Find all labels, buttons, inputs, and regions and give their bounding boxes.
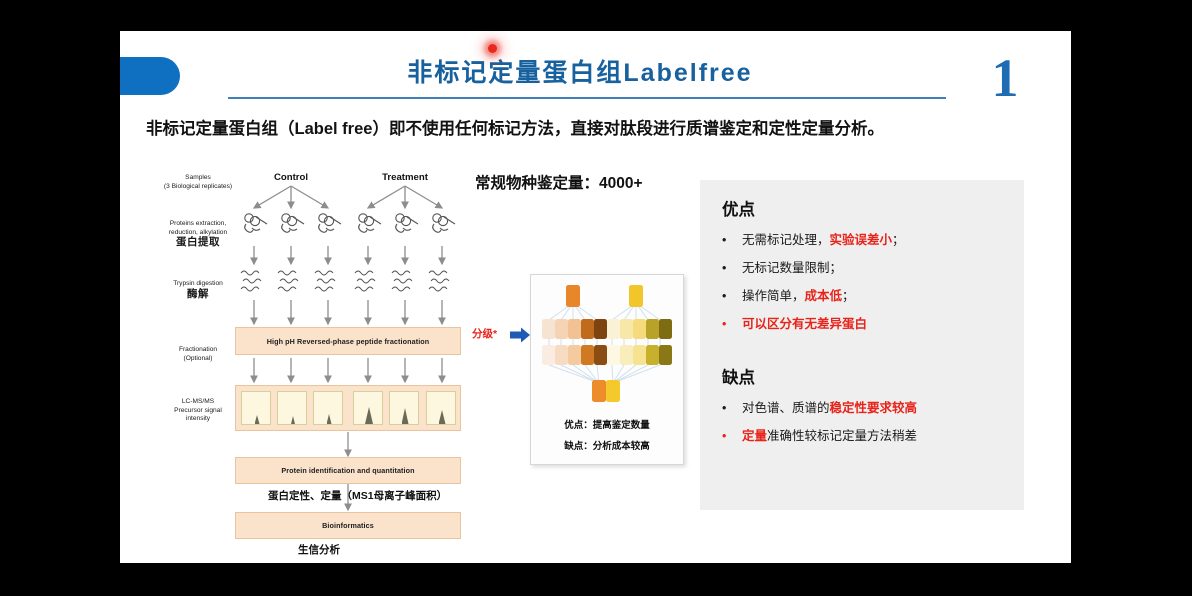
bullet-icon: • [722,317,727,331]
callout-tube [646,319,659,339]
ms-peak [438,410,446,424]
bullet-icon: • [722,289,727,303]
callout-tube [633,345,646,365]
fractionation-arrow-icon [510,327,530,343]
pros-item-text: 操作简单，成本低； [742,289,855,303]
pros-item-text: 无需标记处理，实验误差小； [742,233,905,247]
text-run: 成本低 [804,289,843,303]
ms-cell [353,391,383,425]
pros-heading: 优点 [722,201,755,219]
group-label-control: Control [273,172,309,183]
text-run: 定量 [742,429,768,443]
identification-note: 蛋白定性、定量（MS1母离子峰面积） [268,490,448,502]
ms-peak [291,416,295,424]
callout-tube [568,345,581,365]
text-run: ； [892,233,905,247]
workflow-arrows-graphic [240,185,456,512]
callout-bottom-tube [592,380,606,402]
callout-tube [659,345,672,365]
stage-label-digestion: Trypsin digestion 酶解 [173,280,223,300]
callout-tube [607,319,620,339]
intro-text: 非标记定量蛋白组（Label free）即不使用任何标记方法，直接对肽段进行质谱… [146,120,884,138]
ms-cell [277,391,307,425]
workflow-diagram: Samples (3 Biological replicates) Protei… [140,170,490,560]
callout-tube [555,345,568,365]
callout-tube [581,345,594,365]
callout-pro-text: 优点：提高鉴定数量 [564,420,650,431]
fractionation-band: High pH Reversed-phase peptide fractiona… [235,327,461,355]
callout-tube [633,319,646,339]
header-divider [228,97,946,99]
text-run: 无标记数量限制； [742,261,843,275]
cons-item-text: 定量准确性较标记定量方法稍差 [742,429,917,443]
pros-item-text: 可以区分有无差异蛋白 [742,317,867,331]
pros-item: • 操作简单，成本低； [722,288,1012,304]
slide-canvas: 非标记定量蛋白组Labelfree 1 非标记定量蛋白组（Label free）… [120,31,1071,563]
text-run: 稳定性要求较高 [829,401,918,415]
callout-tube [581,319,594,339]
ms-cell [426,391,456,425]
pros-cons-panel: 优点 •无需标记处理，实验误差小； •无标记数量限制； •操作简单，成本低； •… [700,180,1024,510]
ms-peak [254,415,260,424]
text-run: 准确性较标记定量方法稍差 [767,429,918,443]
stage-label-samples: Samples (3 Biological replicates) [163,174,233,190]
callout-tube [620,345,633,365]
bullet-icon: • [722,429,727,443]
pros-item: • 无标记数量限制； [722,260,1012,276]
page-title: 非标记定量蛋白组Labelfree [407,59,753,87]
slide-number: 1 [991,48,1019,108]
identification-band: Protein identification and quantitation [235,457,461,484]
ms-cell [389,391,419,425]
callout-tube [568,319,581,339]
text-run: 可以区分有无差异蛋白 [742,317,868,331]
bioinformatics-note: 生信分析 [298,544,340,556]
ms-peak [365,407,373,424]
stage-label-extraction: Proteins extraction, reduction, alkylati… [168,220,228,249]
callout-tube [555,319,568,339]
cons-heading: 缺点 [722,369,755,387]
identification-count-text: 常规物种鉴定量：4000+ [475,175,643,192]
pros-item-text: 无标记数量限制； [742,261,842,275]
callout-tube [646,345,659,365]
text-run: ； [842,289,855,303]
pros-item: • 无需标记处理，实验误差小； [722,232,1012,248]
text-run: 对色谱、质谱的 [742,401,830,415]
cons-item: • 对色谱、质谱的稳定性要求较高 [722,400,1012,416]
ms-cell [313,391,343,425]
callout-link-lines [548,302,661,384]
text-run: 实验误差小 [829,233,893,247]
callout-tube [594,345,607,365]
ms-peak [401,408,409,424]
bullet-icon: • [722,261,727,275]
ms-cell [241,391,271,425]
cons-item-text: 对色谱、质谱的稳定性要求较高 [742,401,917,415]
bullet-icon: • [722,401,727,415]
callout-tube [542,319,555,339]
ms-signal-row [235,385,461,431]
callout-tube [594,319,607,339]
callout-top-tube [629,285,643,307]
laser-pointer-icon [488,44,497,53]
text-run: 操作简单， [742,289,805,303]
callout-tube [659,319,672,339]
fractionation-callout-label: 分级* [472,328,498,340]
stage-label-lcmsms: LC-MS/MS Precursor signal intensity [174,398,222,423]
group-label-treatment: Treatment [382,172,428,183]
cons-item: • 定量准确性较标记定量方法稍差 [722,428,1012,444]
bioinformatics-band: Bioinformatics [235,512,461,539]
callout-bottom-tube [606,380,620,402]
callout-tube [542,345,555,365]
pros-item: • 可以区分有无差异蛋白 [722,316,1012,332]
stage-label-fractionation: Fractionation (Optional) [178,346,218,362]
header-accent-pill [120,57,180,95]
fractionation-callout: 优点：提高鉴定数量 缺点：分析成本较高 [530,274,684,465]
callout-tube [620,319,633,339]
bullet-icon: • [722,233,727,247]
ms-peak [326,414,332,424]
callout-top-tube [566,285,580,307]
callout-con-text: 缺点：分析成本较高 [564,441,650,452]
text-run: 无需标记处理， [742,233,830,247]
callout-tube [607,345,620,365]
